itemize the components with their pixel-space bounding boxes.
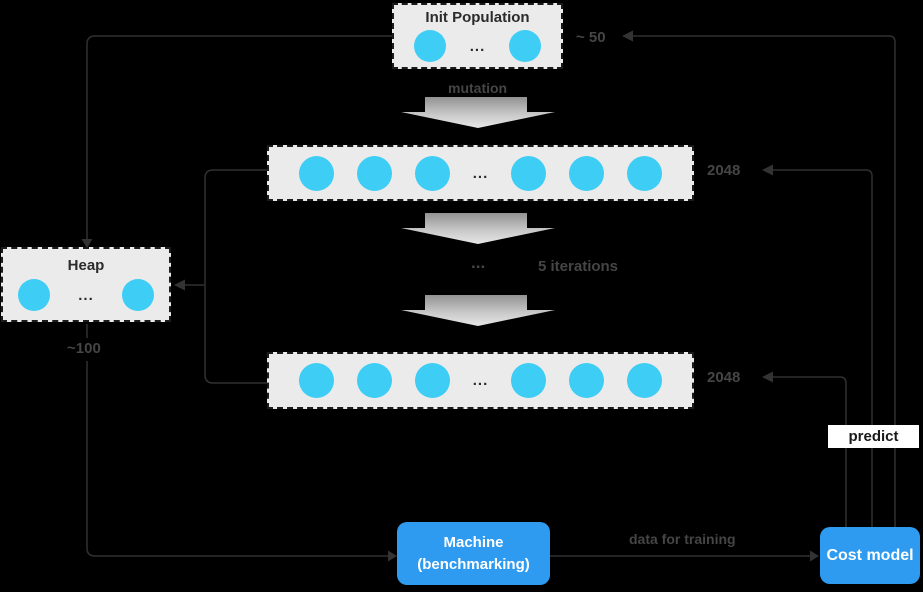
edge-init-to-heap [86,35,392,239]
heap-circles: ... [3,279,169,312]
arrowhead-left-heap [174,279,185,291]
heap-count-label: ~100 [62,338,106,361]
candidate-circle [356,155,392,191]
predict-label-box: predict [828,425,919,448]
candidate-circle [298,155,334,191]
candidate-circle [627,155,663,191]
mutation-label: mutation [445,79,511,99]
candidate-circle [509,30,542,63]
row1-count-label: 2048 [704,161,744,182]
edge-heap-to-machine [86,324,388,557]
candidate-circle [121,279,154,312]
arrowhead-left-row2 [762,371,773,383]
heap-node: Heap ... [1,247,171,322]
init-count-label: ~ 50 [573,28,609,49]
arrowhead-left-init [622,30,633,42]
data-for-training-label: data for training [626,530,739,550]
population-row-2-circles: ... [298,363,663,398]
population-row-1: ... [267,145,694,201]
candidate-circle [569,155,605,191]
candidate-circle [414,155,450,191]
row2-count-label: 2048 [704,368,744,389]
arrowhead-right-cost [810,550,819,562]
population-row-2: ... [267,352,694,409]
arrowhead-right-machine [388,550,397,562]
init-population-title: Init Population [425,8,530,26]
candidate-circle [413,30,446,63]
init-population-circles: ... [413,30,542,63]
iteration-dots: ... [468,252,489,275]
heap-title: Heap [67,256,105,274]
machine-title-line1: Machine [443,533,504,551]
machine-title-line2: (benchmarking) [417,555,530,573]
candidate-circle [298,363,334,398]
cost-model-title: Cost model [826,546,914,564]
init-population-node: Init Population ... [392,3,563,69]
cost-model-node: Cost model [820,527,920,584]
ellipsis-dots: ... [469,37,486,55]
machine-node: Machine (benchmarking) [397,522,550,585]
edge-cost-to-row1 [773,169,873,527]
candidate-circle [569,363,605,398]
population-row-1-circles: ... [298,155,663,191]
ellipsis-dots: ... [472,164,489,182]
edge-rows-bracket [204,169,267,384]
arrowhead-left-row1 [762,164,773,176]
edge-cost-to-row2 [773,376,847,527]
candidate-circle [627,363,663,398]
candidate-circle [356,363,392,398]
iterations-label: 5 iterations [535,257,622,278]
edge-cost-to-init [633,35,896,527]
candidate-circle [511,363,547,398]
ellipsis-dots: ... [472,372,489,389]
ellipsis-dots: ... [78,286,94,304]
candidate-circle [18,279,50,312]
predict-label: predict [848,428,899,445]
candidate-circle [414,363,450,398]
candidate-circle [511,155,547,191]
arrowhead-down-heap [81,239,93,248]
